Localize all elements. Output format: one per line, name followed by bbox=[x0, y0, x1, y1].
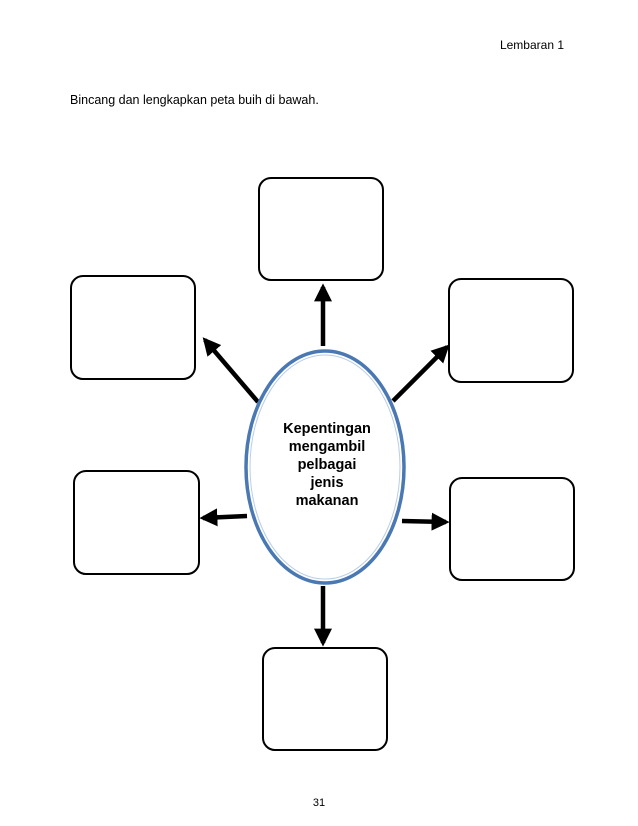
arrow-lower-left bbox=[199, 508, 248, 527]
center-line: pelbagai bbox=[297, 457, 357, 473]
answer-bubble-top[interactable] bbox=[258, 177, 384, 281]
arrow-upper-left bbox=[202, 337, 260, 404]
center-line: makanan bbox=[295, 493, 359, 509]
page-number: 31 bbox=[312, 797, 326, 809]
arrow-upper-right bbox=[391, 344, 450, 403]
center-line: jenis bbox=[310, 475, 344, 491]
center-line: Kepentingan bbox=[283, 421, 371, 437]
answer-bubble-bottom[interactable] bbox=[262, 647, 388, 751]
center-line: mengambil bbox=[288, 439, 366, 455]
answer-bubble-lower-left[interactable] bbox=[73, 470, 200, 575]
answer-bubble-lower-right[interactable] bbox=[449, 477, 575, 581]
answer-bubble-upper-right[interactable] bbox=[448, 278, 574, 383]
answer-bubble-upper-left[interactable] bbox=[70, 275, 196, 380]
center-topic-text: Kepentingan mengambil pelbagai jenis mak… bbox=[262, 420, 392, 510]
arrow-lower-right bbox=[401, 512, 450, 531]
sheet-label: Lembaran 1 bbox=[499, 38, 564, 52]
instruction-text: Bincang dan lengkapkan peta buih di bawa… bbox=[70, 93, 319, 107]
